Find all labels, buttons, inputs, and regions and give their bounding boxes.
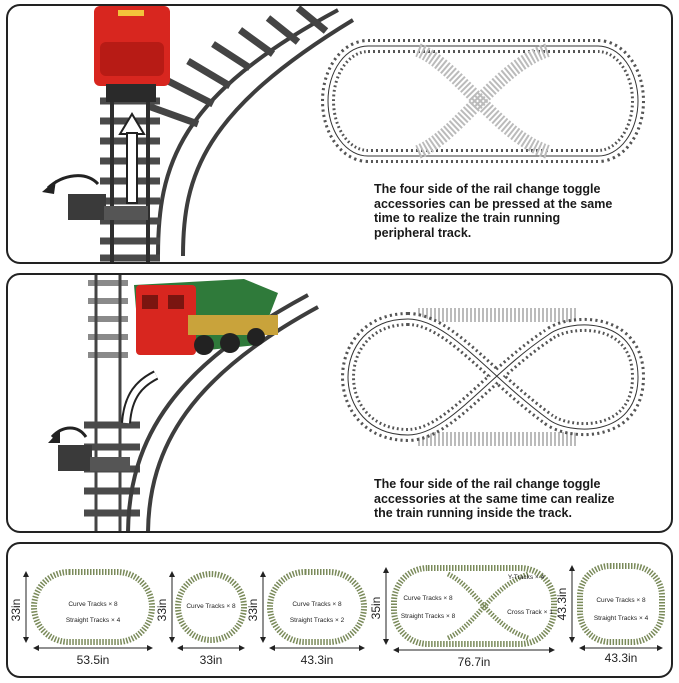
layout-circle: Curve Tracks × 8 33in 33in: [155, 571, 247, 667]
outer-track-panel: The four side of the rail change toggle …: [6, 4, 673, 264]
rail-switch-toggle: [58, 445, 92, 471]
caption-line: The four side of the rail change toggle: [374, 477, 601, 491]
layout-rounded-square: Curve Tracks × 8 Straight Tracks × 4 43.…: [555, 563, 665, 665]
curve-tracks-label: Curve Tracks × 8: [596, 597, 646, 604]
outer-track-illustration: [42, 6, 645, 262]
switch-direction-arrow: [50, 426, 88, 439]
inner-track-diagram: [341, 308, 646, 446]
cross-track-label: Cross Track × 1: [507, 609, 553, 616]
curve-tracks-label: Curve Tracks × 8: [292, 601, 342, 608]
caption-line: accessories can be pressed at the same: [374, 196, 613, 211]
straight-tracks-label: Straight Tracks × 4: [66, 617, 121, 624]
curved-rail: [146, 6, 355, 257]
caption-line: the train running inside the track.: [374, 506, 572, 520]
curve-tracks-label: Curve Tracks × 8: [68, 601, 118, 608]
straight-tracks-label: Straight Tracks × 8: [401, 613, 456, 620]
straight-tracks-label: Straight Tracks × 4: [594, 615, 649, 622]
outer-track-caption: The four side of the rail change toggle …: [374, 182, 664, 240]
caption-line: peripheral track.: [374, 225, 472, 240]
layout-oval-large: Curve Tracks × 8 Straight Tracks × 4 33i…: [9, 569, 155, 667]
height-dimension: 35in: [369, 597, 383, 620]
layout-sizes-panel: Curve Tracks × 8 Straight Tracks × 4 33i…: [6, 542, 673, 678]
caption-line: time to realize the train running: [374, 211, 561, 225]
width-dimension: 76.7in: [458, 655, 491, 669]
layout-sizes-illustration: Curve Tracks × 8 Straight Tracks × 4 33i…: [9, 563, 665, 669]
peripheral-track-diagram: [321, 39, 645, 163]
caption-line: accessories at the same time can realize: [374, 491, 615, 506]
width-dimension: 43.3in: [605, 651, 638, 665]
inner-track-caption: The four side of the rail change toggle …: [374, 477, 664, 521]
height-dimension: 43.3in: [555, 588, 569, 621]
straight-tracks-label: Straight Tracks × 2: [290, 617, 345, 624]
width-dimension: 53.5in: [77, 653, 110, 667]
rail-switch-toggle: [68, 194, 106, 220]
straight-rail: [84, 275, 140, 531]
width-dimension: 33in: [200, 653, 223, 667]
layout-figure-eight: Curve Tracks × 8 Straight Tracks × 8 Y-T…: [369, 565, 557, 669]
height-dimension: 33in: [9, 599, 23, 622]
caption-line: The four side of the rail change toggle: [374, 182, 601, 196]
train-direction-arrow: [118, 112, 146, 204]
layout-oval-medium: Curve Tracks × 8 Straight Tracks × 2 33i…: [246, 569, 367, 667]
height-dimension: 33in: [155, 599, 169, 622]
width-dimension: 43.3in: [301, 653, 334, 667]
curve-tracks-label: Curve Tracks × 8: [186, 603, 236, 610]
inner-track-illustration: [48, 275, 646, 531]
steam-locomotive: [134, 279, 278, 355]
height-dimension: 33in: [246, 599, 260, 622]
y-tracks-label: Y-Tracks × 4: [508, 574, 545, 581]
curve-tracks-label: Curve Tracks × 8: [403, 595, 453, 602]
inner-track-panel: The four side of the rail change toggle …: [6, 273, 673, 533]
red-locomotive: [94, 6, 170, 102]
